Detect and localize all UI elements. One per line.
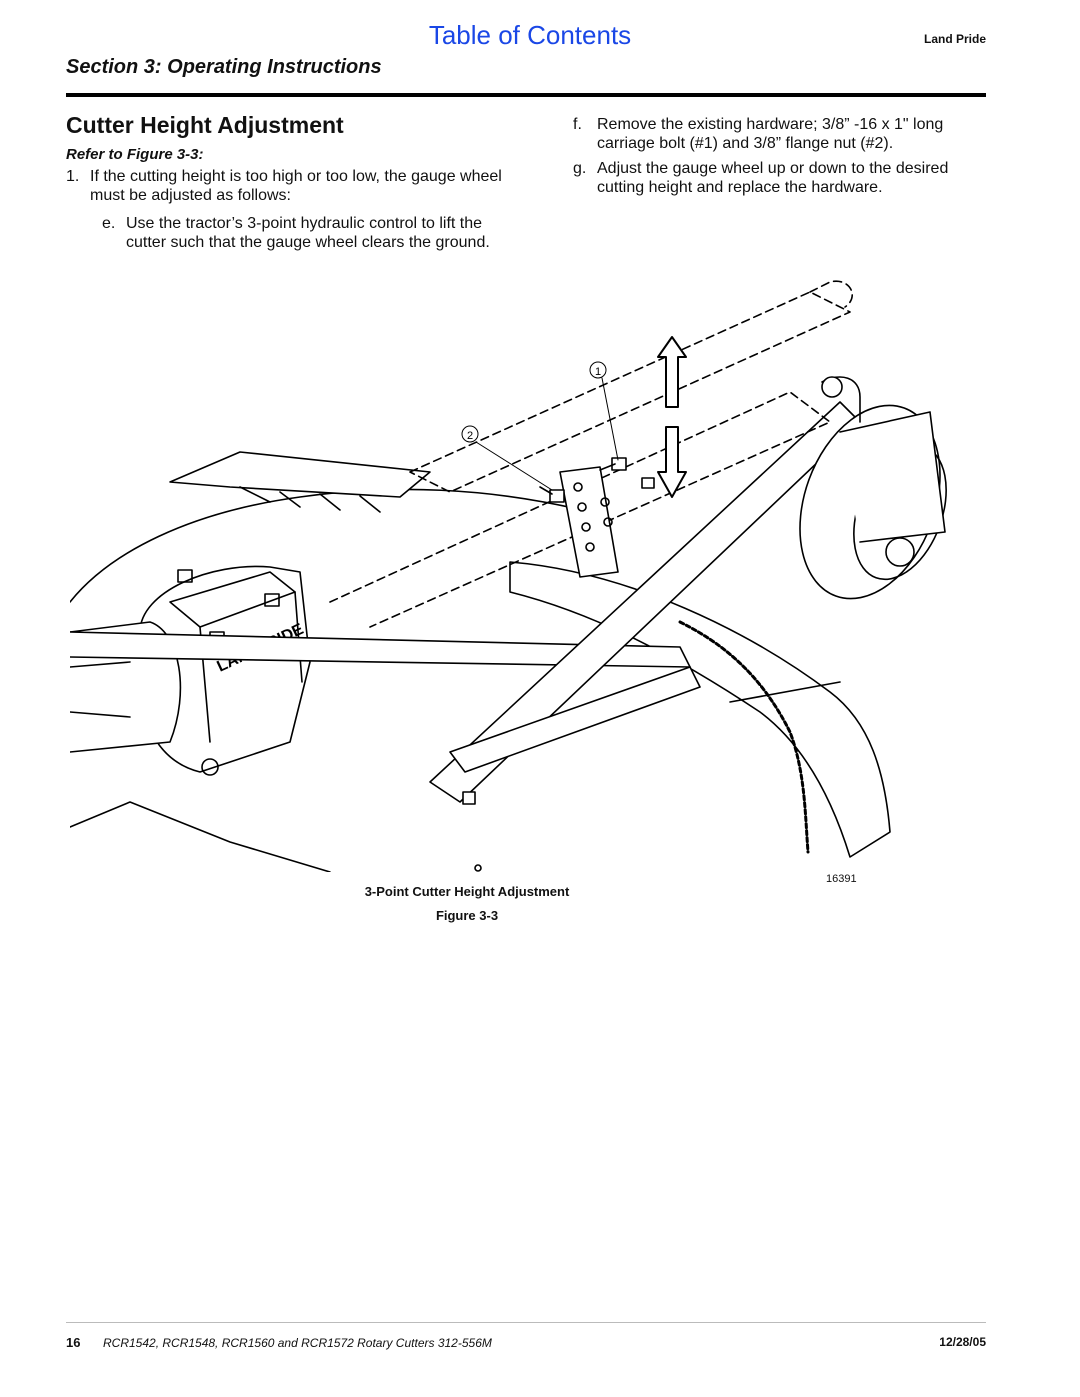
step-text: Adjust the gauge wheel up or down to the… xyxy=(597,160,949,196)
callout-2: 2 xyxy=(461,425,553,491)
figure-label: Figure 3-3 xyxy=(435,908,499,923)
flange-nut xyxy=(539,486,565,503)
footer-rule xyxy=(66,1322,986,1323)
gearbox: LANDPRIDE xyxy=(137,565,311,776)
arrow-up-icon xyxy=(657,336,687,408)
svg-text:1: 1 xyxy=(595,366,601,378)
page-number: 16 xyxy=(66,1335,81,1350)
figure-caption: 3-Point Cutter Height Adjustment xyxy=(364,884,570,899)
figure-reference: Refer to Figure 3-3: xyxy=(66,146,204,163)
deck-skirt xyxy=(70,801,331,872)
figure-image-number: 16391 xyxy=(826,873,857,885)
gauge-wheel xyxy=(799,376,947,600)
a-frame-beam-left xyxy=(70,631,691,668)
step-marker: 1. xyxy=(66,168,80,185)
step-text: Use the tractor’s 3-point hydraulic cont… xyxy=(126,215,490,251)
cutter-illustration: LANDPRIDE 1 2 xyxy=(70,280,947,872)
front-shield xyxy=(169,451,431,498)
gauge-bracket xyxy=(559,466,619,578)
deck-rear-band xyxy=(509,561,891,858)
step-marker: g. xyxy=(573,160,587,177)
carriage-bolt xyxy=(599,457,627,471)
cutter-deck xyxy=(70,488,601,603)
step-text: If the cutting height is too high or too… xyxy=(90,168,502,204)
document-title: RCR1542, RCR1548, RCR1560 and RCR1572 Ro… xyxy=(103,1336,492,1350)
safety-chain xyxy=(678,620,810,854)
frame-bolt xyxy=(462,791,476,805)
arrow-down-icon xyxy=(657,426,687,498)
document-date: 12/28/05 xyxy=(939,1335,986,1349)
table-of-contents-link[interactable]: Table of Contents xyxy=(428,20,632,50)
section-title: Section 3: Operating Instructions xyxy=(66,56,382,78)
header-rule xyxy=(66,93,986,97)
step-marker: f. xyxy=(573,116,582,133)
svg-text:2: 2 xyxy=(467,430,473,442)
brand-name: Land Pride xyxy=(923,32,986,46)
callout-1: 1 xyxy=(589,361,619,461)
step-marker: e. xyxy=(102,215,116,232)
page-heading: Cutter Height Adjustment xyxy=(66,112,344,138)
step-text: Remove the existing hardware; 3/8” -16 x… xyxy=(597,116,944,152)
a-frame-crossbar xyxy=(449,666,701,773)
